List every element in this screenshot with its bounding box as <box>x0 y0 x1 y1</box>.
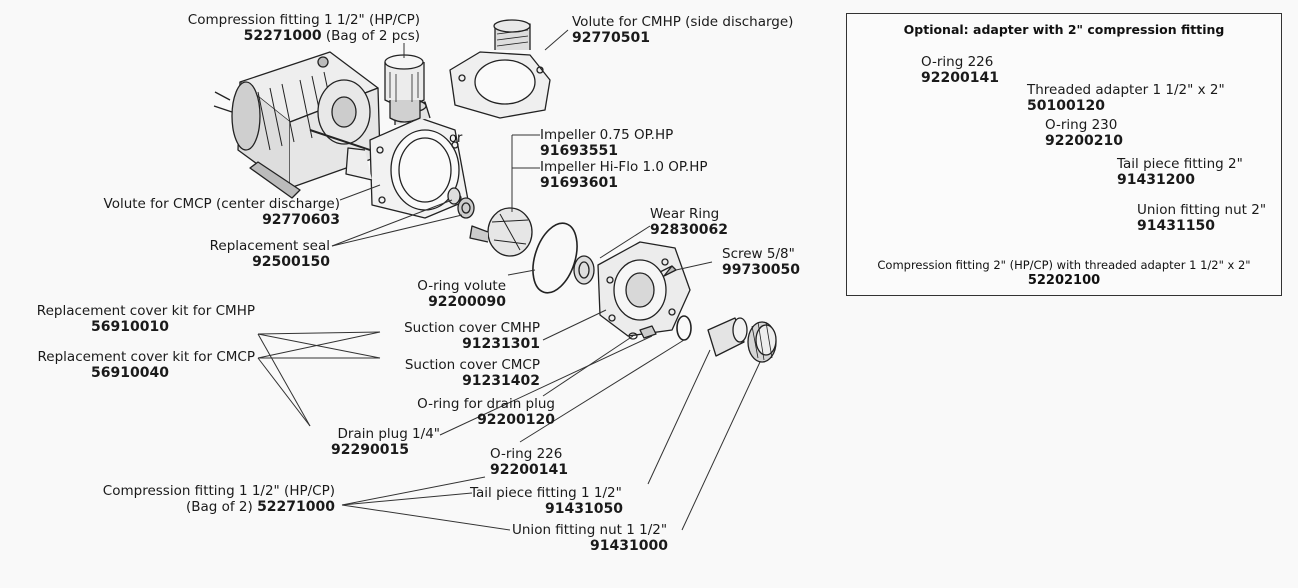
pn-compression-fitting-top: 52271000 <box>243 28 322 44</box>
label-compression-fitting-bottom: Compression fitting 1 1/2" (HP/CP) (Bag … <box>102 483 335 515</box>
label-opt-threaded-adapter: Threaded adapter 1 1/2" x 2" 50100120 <box>1027 82 1225 114</box>
label-suction-cover-cmhp: Suction cover CMHP 91231301 <box>404 320 540 352</box>
label-opt-tail-piece: Tail piece fitting 2" 91431200 <box>1117 156 1243 188</box>
tail-piece-drawing <box>707 317 748 357</box>
label-opt-union-nut: Union fitting nut 2" 91431150 <box>1137 202 1267 234</box>
optional-adapter-box: Optional: adapter with 2" compression fi… <box>846 13 1282 296</box>
label-wear-ring: Wear Ring 92830062 <box>650 206 728 238</box>
label-tail-piece: Tail piece fitting 1 1/2" 91431050 <box>470 485 623 517</box>
leader-lines <box>257 29 761 531</box>
label-compression-fitting-top: Compression fitting 1 1/2" (HP/CP) 52271… <box>187 12 420 44</box>
label-opt-oring-226: O-ring 226 92200141 <box>921 54 999 86</box>
oring-volute-drawing <box>532 222 578 294</box>
optional-bottom-name: Compression fitting 2" (HP/CP) with thre… <box>877 258 1251 272</box>
compression-fitting-top-drawing <box>384 54 425 123</box>
label-oring-drain-plug: O-ring for drain plug 92200120 <box>417 396 555 428</box>
optional-bottom-pn: 52202100 <box>1027 273 1101 288</box>
label-drain-plug: Drain plug 1/4" 92290015 <box>331 426 440 458</box>
seal-drawing <box>447 187 475 219</box>
volute-center-drawing <box>345 99 469 219</box>
label-cover-kit-cmhp: Replacement cover kit for CMHP 56910010 <box>36 303 255 335</box>
label-suction-cover-cmcp: Suction cover CMCP 91231402 <box>404 357 540 389</box>
optional-bottom-label: Compression fitting 2" (HP/CP) with thre… <box>847 258 1281 288</box>
label-oring-volute: O-ring volute 92200090 <box>417 278 506 310</box>
optional-title: Optional: adapter with 2" compression fi… <box>903 22 1225 37</box>
impeller-drawing <box>469 207 533 257</box>
or-label: or <box>449 131 463 146</box>
suction-cover-drawing <box>597 241 691 337</box>
volute-side-drawing <box>449 19 551 119</box>
screw-drawing <box>659 265 677 277</box>
pn-compression-fitting-bottom: 52271000 <box>257 499 335 515</box>
wear-ring-drawing <box>573 255 595 285</box>
label-oring-226: O-ring 226 92200141 <box>490 446 568 478</box>
label-volute-cmcp: Volute for CMCP (center discharge) 92770… <box>103 196 340 228</box>
label-union-nut: Union fitting nut 1 1/2" 91431000 <box>512 522 668 554</box>
drain-plug-drawing <box>628 325 657 340</box>
label-screw: Screw 5/8" 99730050 <box>722 246 800 278</box>
label-volute-cmhp: Volute for CMHP (side discharge) 9277050… <box>572 14 794 46</box>
union-nut-drawing <box>747 321 777 363</box>
label-cover-kit-cmcp: Replacement cover kit for CMCP 56910040 <box>37 349 255 381</box>
label-impeller-075: Impeller 0.75 OP.HP 91693551 <box>540 127 674 159</box>
label-impeller-hiflo: Impeller Hi-Flo 1.0 OP.HP 91693601 <box>540 159 708 191</box>
oring-226-drawing <box>676 315 692 341</box>
label-opt-oring-230: O-ring 230 92200210 <box>1045 117 1123 149</box>
label-replacement-seal: Replacement seal 92500150 <box>209 238 330 270</box>
